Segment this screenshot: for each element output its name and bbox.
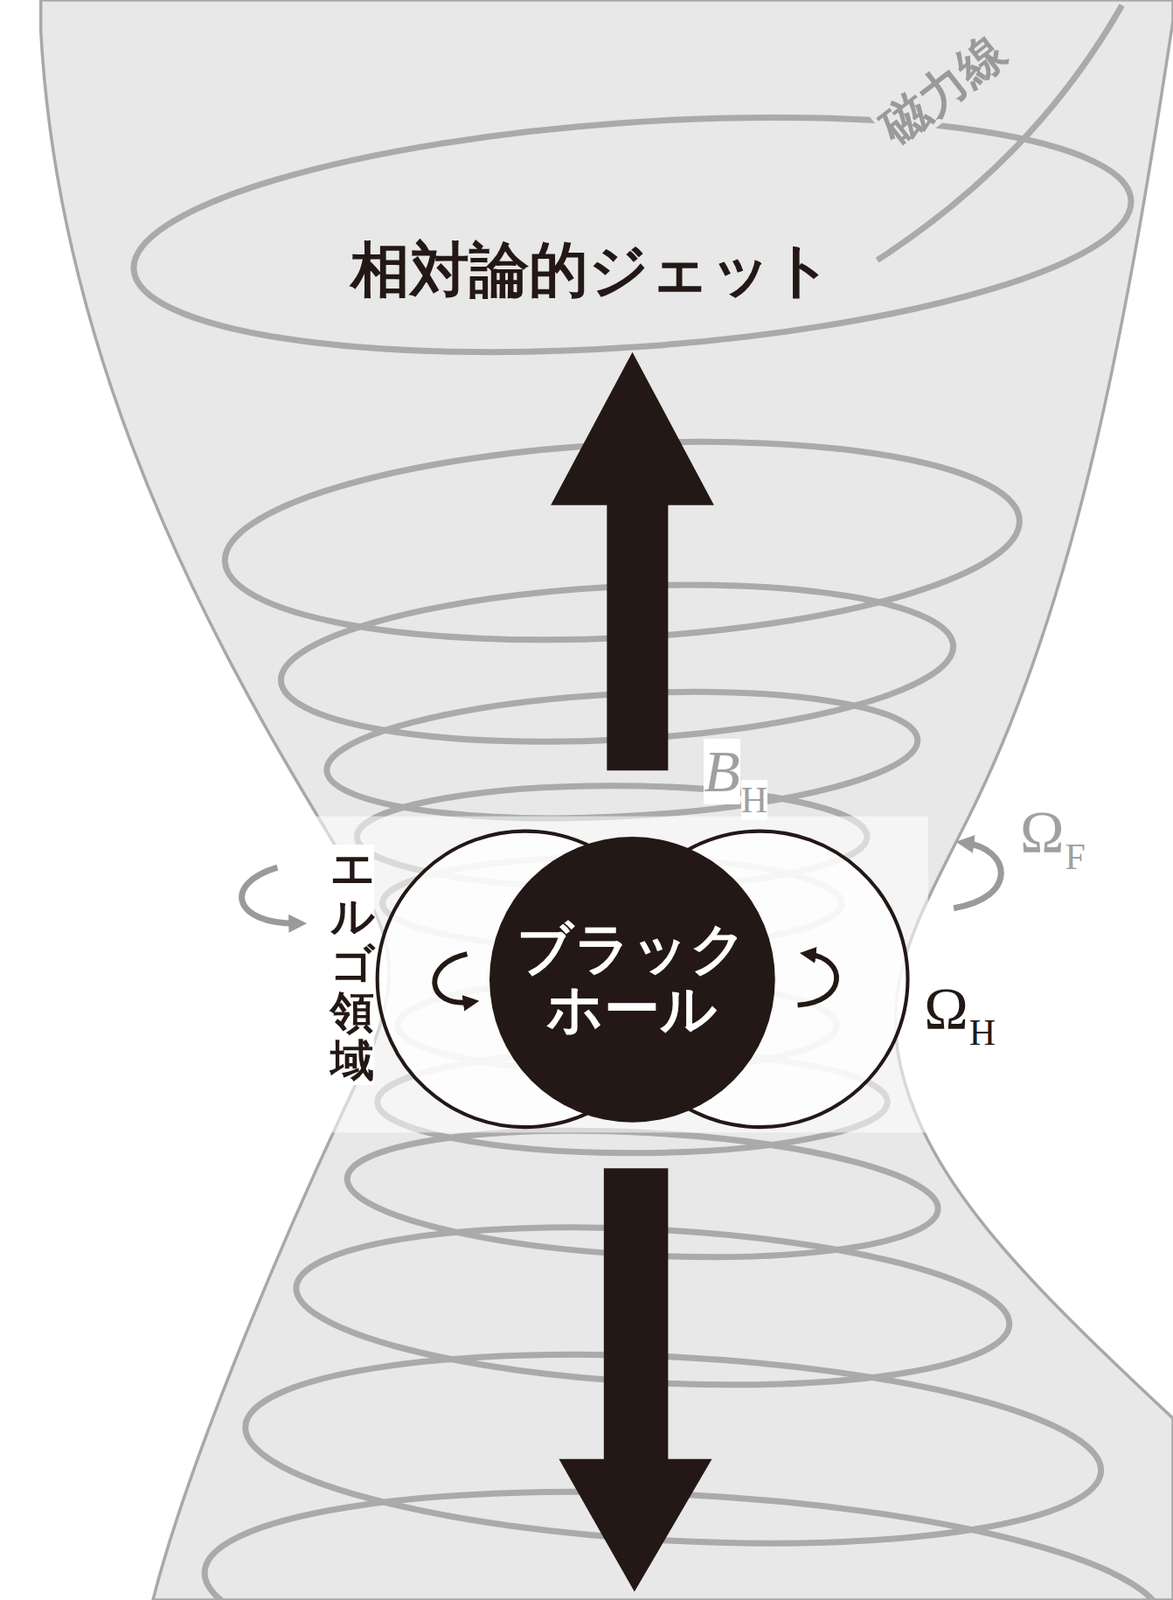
rotation-arrow bbox=[242, 867, 299, 924]
body-label: ブラック ホール bbox=[505, 918, 761, 1040]
symbol-subscript: H bbox=[741, 779, 768, 820]
ergo-fill bbox=[377, 831, 909, 1127]
jet-arrow-up bbox=[550, 352, 715, 771]
black-hole: ブラック ホール bbox=[489, 836, 776, 1123]
neck-backdrop bbox=[316, 816, 929, 1133]
symbol-subscript: H bbox=[969, 1012, 996, 1053]
symbol-subscript: F bbox=[1065, 836, 1086, 877]
rotation-arrow bbox=[953, 842, 1001, 909]
black-hole-disc bbox=[489, 836, 776, 1123]
field-spiral bbox=[125, 5, 1168, 1600]
ergo-outline bbox=[377, 831, 909, 1127]
region-label: エルゴ領域 bbox=[330, 844, 375, 1085]
symbol-letter: Ω bbox=[923, 975, 969, 1042]
rotation-arrow bbox=[798, 953, 838, 1005]
rotation-arrow bbox=[434, 953, 472, 1003]
symbol-letter: Ω bbox=[1020, 798, 1065, 865]
region-title: 相対論的ジェット bbox=[350, 234, 833, 306]
jet-funnel bbox=[41, 0, 1173, 1600]
ergo-region: ブラック ホール エルゴ領域 bbox=[305, 820, 918, 1138]
jet-arrow-down bbox=[558, 1167, 712, 1591]
symbol-letter: B bbox=[703, 738, 741, 805]
spiral-loop bbox=[125, 88, 1139, 382]
